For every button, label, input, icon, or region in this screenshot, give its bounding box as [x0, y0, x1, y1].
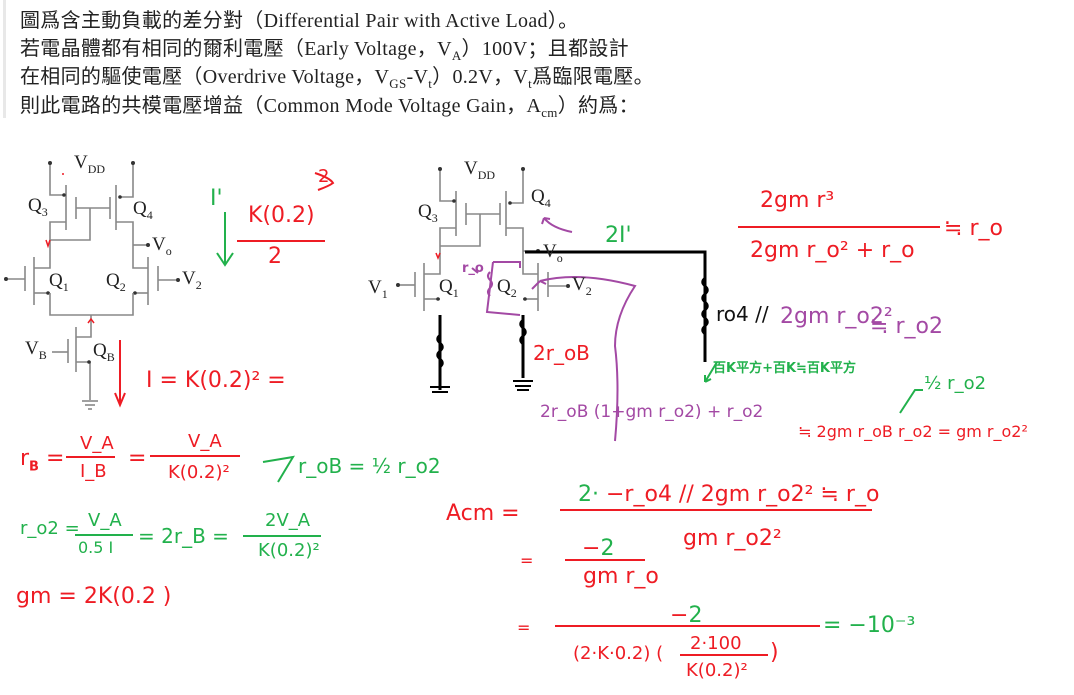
question-line-4: 則此電路的共模電壓增益（Common Mode Voltage Gain，Acm…: [20, 95, 639, 120]
right-v1-label: V1: [368, 277, 388, 301]
note-rb-den2: K(0.2)²: [168, 462, 230, 483]
note-ro4-res: ≒ r_o2: [870, 314, 943, 339]
note-rob: r_oB = ½ r_o2: [298, 454, 441, 478]
left-vb-label: VB: [25, 338, 47, 362]
note-k02-den: 2: [268, 244, 282, 269]
left-q1-label: Q1: [49, 270, 69, 294]
note-result: = −10⁻³: [823, 613, 916, 638]
note-half-ro2: ½ r_o2: [924, 373, 987, 394]
right-circuit: [396, 166, 923, 442]
left-vdd-label: VDD: [74, 152, 106, 176]
note-ro4: ro4 //: [716, 302, 769, 326]
left-circuit: [4, 160, 181, 410]
right-vdd-label: VDD: [464, 158, 496, 182]
left-v2-label: V2: [182, 268, 202, 292]
note-i-eq: I = K(0.2)² =: [146, 368, 286, 393]
note-par-num: 2gm r³: [760, 188, 835, 213]
note-acm-den: gm r_o2²: [683, 526, 782, 551]
note-ro2-den: 0.5 I: [78, 538, 114, 557]
note-par-res: ≒ r_o: [944, 216, 1003, 241]
note-gm: gm = 2K(0.2 ): [16, 584, 172, 609]
right-q2-label: Q2: [497, 276, 517, 300]
right-vo-label: Vo: [543, 241, 563, 265]
note-step3-close: ): [770, 640, 779, 665]
right-q3-label: Q3: [418, 201, 438, 225]
note-acm: Acm =: [446, 501, 520, 526]
note-ro2-mid: = 2r_B =: [138, 524, 229, 548]
right-q4-label: Q4: [531, 186, 551, 210]
note-step3-num: −2: [670, 603, 703, 628]
note-k02-num: K(0.2): [248, 203, 315, 228]
note-step2-num: −2: [582, 536, 615, 561]
note-ro2-lhs: r_o2 =: [20, 518, 80, 539]
note-rout-purple: 2r_oB (1+gm r_o2) + r_o2: [540, 402, 764, 422]
note-k02-exp: 2: [318, 166, 330, 187]
right-q1-label: Q1: [439, 276, 459, 300]
question-line-1: 圖爲含主動負載的差分對（Differential Pair with Activ…: [20, 10, 579, 32]
note-step3-frac-den: K(0.2)²: [686, 660, 748, 681]
note-rb-lhs: rB =: [20, 446, 65, 475]
handwriting-strokes: [66, 172, 940, 656]
note-par-den: 2gm r_o² + r_o: [750, 238, 915, 263]
note-eq2: =: [520, 551, 534, 570]
left-q3-label: Q3: [28, 195, 48, 219]
note-eq3: =: [517, 618, 531, 637]
note-2rob: 2r_oB: [533, 341, 590, 365]
question-line-2: 若電晶體都有相同的爾利電壓（Early Voltage，VA）100V；且都設計: [20, 38, 629, 63]
note-rb-num2: V_A: [188, 431, 222, 452]
note-ro2-num: V_A: [88, 510, 122, 531]
left-q2-label: Q2: [106, 270, 126, 294]
note-ro-label: r_o: [462, 261, 484, 276]
note-ro4-par: 2gm r_o2²: [780, 304, 893, 329]
note-step2-den: gm r_o: [583, 564, 659, 589]
left-vo-label: Vo: [152, 234, 172, 258]
note-hint: 百K平方+百K≒百K平方: [713, 361, 857, 376]
left-q4-label: Q4: [133, 198, 153, 222]
right-v2-label: V2: [572, 274, 592, 298]
note-rb-num1: V_A: [80, 433, 114, 454]
note-2i-prime: 2I': [605, 223, 632, 248]
left-margin-bar: [3, 0, 6, 118]
note-i-prime: I': [210, 186, 223, 211]
note-rb-eq2: =: [128, 446, 147, 471]
note-rout-red: ≒ 2gm r_oB r_o2 = gm r_o2²: [798, 422, 1028, 441]
note-ro2-den2: K(0.2)²: [258, 540, 320, 561]
left-qb-label: QB: [93, 340, 115, 364]
note-step3-frac-num: 2·100: [690, 633, 742, 654]
note-ro2-num2: 2V_A: [265, 510, 311, 531]
note-rb-den1: I_B: [80, 461, 107, 482]
note-step3-den-a: (2·K·0.2) (: [573, 643, 664, 664]
note-acm-num: 2· −r_o4 // 2gm r_o2² ≒ r_o: [578, 482, 880, 507]
question-line-3: 在相同的驅使電壓（Overdrive Voltage，VGS-Vt）0.2V，V…: [20, 66, 654, 91]
